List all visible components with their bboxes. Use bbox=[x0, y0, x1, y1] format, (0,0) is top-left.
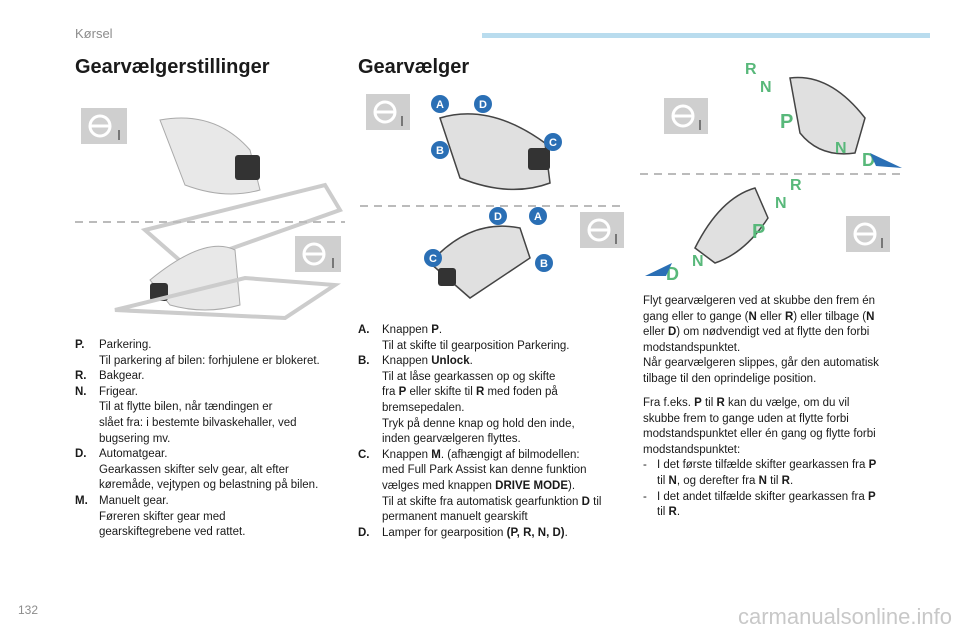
gear-n-label: N bbox=[835, 140, 847, 157]
gear-selector-illustration: A D B C D A C B bbox=[360, 94, 624, 299]
list-item: A. Knappen P. Til at skifte til gearposi… bbox=[358, 324, 570, 352]
gear-n-label: N bbox=[775, 195, 787, 212]
list-item: P. Parkering. Til parkering af bilen: fo… bbox=[75, 339, 320, 367]
steering-wheel-icon bbox=[846, 216, 890, 252]
gear-d-label: D bbox=[666, 264, 679, 284]
arrow-icon bbox=[870, 153, 902, 168]
gear-shift-direction-illustration: R N P N D R N P N D bbox=[640, 61, 902, 284]
list-item: - I det andet tilfælde skifter gearkasse… bbox=[643, 490, 876, 519]
gear-positions-title: Gearvælgerstillinger bbox=[75, 56, 270, 78]
shift-instructions-paragraph: Flyt gearvælgeren ved at skubbe den frem… bbox=[643, 295, 879, 385]
gear-n-label: N bbox=[692, 253, 704, 270]
gear-positions-list: P. Parkering. Til parkering af bilen: fo… bbox=[75, 338, 345, 541]
shift-example-paragraph: Fra f.eks. P til R kan du vælge, om du v… bbox=[643, 396, 933, 521]
section-header: Kørsel bbox=[75, 26, 113, 41]
list-item: N. Frigear. Til at flytte bilen, når tæn… bbox=[75, 385, 297, 445]
list-item: - I det første tilfælde skifter gearkass… bbox=[643, 459, 877, 487]
list-item: D. Lamper for gearposition (P, R, N, D). bbox=[358, 526, 568, 539]
callout-c: C bbox=[429, 253, 437, 265]
callout-b: B bbox=[436, 145, 444, 157]
page-number: 132 bbox=[18, 603, 39, 617]
callout-d: D bbox=[479, 99, 487, 111]
watermark: carmanualsonline.info bbox=[737, 604, 952, 629]
callout-c: C bbox=[549, 137, 557, 149]
list-item: D. Automatgear. Gearkassen skifter selv … bbox=[75, 448, 319, 492]
list-item: C. Knappen M. (afhængigt af bilmodellen:… bbox=[358, 448, 602, 524]
list-item: M. Manuelt gear. Føreren skifter gear me… bbox=[75, 494, 246, 539]
gear-p-label: P bbox=[780, 111, 793, 133]
gear-lever-illustration-left bbox=[75, 108, 345, 320]
callout-d: D bbox=[494, 211, 502, 223]
gear-r-label: R bbox=[790, 177, 802, 194]
gear-selector-list: A. Knappen P. Til at skifte til gearposi… bbox=[358, 323, 628, 541]
callout-a: A bbox=[436, 99, 444, 111]
list-item: B. Knappen Unlock. Til at låse gearkasse… bbox=[358, 355, 575, 446]
steering-wheel-icon bbox=[366, 94, 410, 130]
callout-b: B bbox=[540, 258, 548, 270]
header-accent-bar bbox=[482, 33, 930, 38]
steering-wheel-icon bbox=[295, 236, 341, 272]
gear-selector-title: Gearvælger bbox=[358, 56, 470, 78]
list-item: R. Bakgear. bbox=[75, 370, 145, 383]
arrow-icon bbox=[645, 263, 672, 276]
steering-wheel-icon bbox=[580, 212, 624, 248]
callout-a: A bbox=[534, 211, 542, 223]
gear-n-label: N bbox=[760, 79, 772, 96]
gear-d-label: D bbox=[862, 150, 875, 170]
steering-wheel-icon bbox=[81, 108, 127, 144]
gear-p-label: P bbox=[752, 221, 765, 243]
steering-wheel-icon bbox=[664, 98, 708, 134]
gear-r-label: R bbox=[745, 61, 757, 78]
